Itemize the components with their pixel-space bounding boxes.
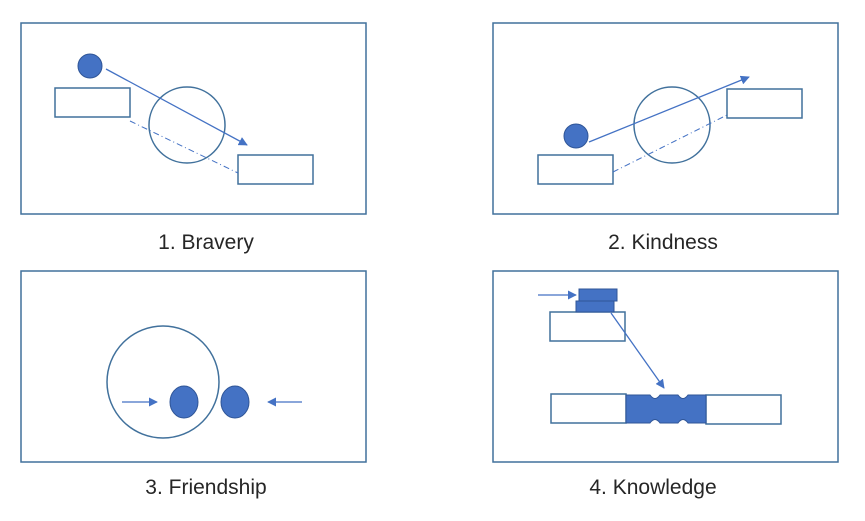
ball-left [169,385,199,419]
enclosing-circle [106,325,220,439]
obstacle-circle [148,86,226,164]
ball [77,53,103,79]
panel-knowledge [492,270,839,463]
dashed-guide-line [612,114,728,173]
panel-kindness [492,22,839,215]
ball-right [220,385,250,419]
trajectory-arrow [588,75,750,143]
gap-bridge-blocks [625,394,707,424]
panel-frame [492,270,839,463]
block-upper [578,288,618,302]
block-lower [575,300,615,313]
trajectory-arrow [105,68,248,146]
target-platform [237,154,314,185]
gap-right-platform [705,394,782,425]
panel-friendship [20,270,367,463]
panel-frame [20,270,367,463]
caption-friendship: 3. Friendship [145,476,267,499]
drop-arrow [610,312,665,389]
start-platform [537,154,614,185]
dashed-guide-line [129,120,239,174]
obstacle-circle [633,86,711,164]
panel-frame [20,22,367,215]
caption-bravery: 1. Bravery [158,231,254,254]
ball [563,123,589,149]
caption-kindness: 2. Kindness [608,231,718,254]
caption-knowledge: 4. Knowledge [589,476,717,499]
start-platform [54,87,131,118]
panel-frame [492,22,839,215]
base-platform [549,311,626,342]
panel-bravery [20,22,367,215]
target-platform [726,88,803,119]
gap-left-platform [550,393,627,424]
